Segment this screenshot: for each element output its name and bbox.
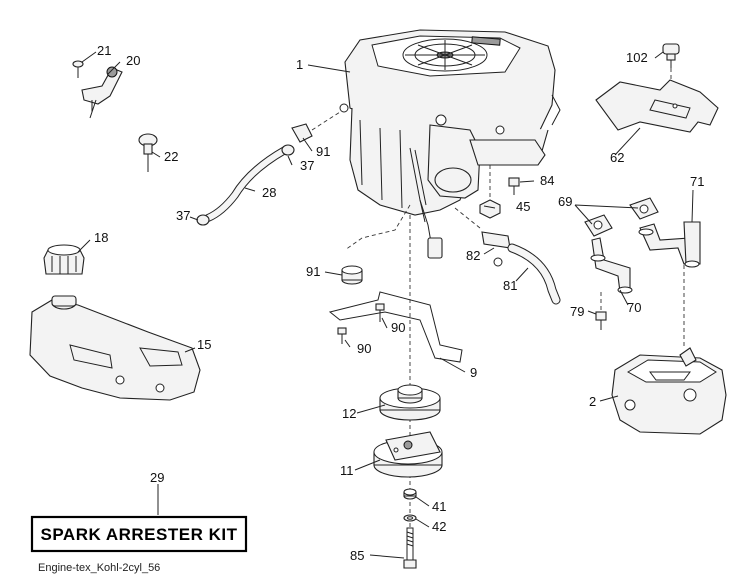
label-part-90-lower: 90	[357, 341, 371, 356]
label-part-37-right: 37	[300, 158, 314, 173]
clutch-part-11	[373, 431, 443, 478]
nut-part-45	[479, 199, 501, 219]
diagram-footer-id: Engine-tex_Kohl-2cyl_56	[38, 562, 160, 574]
bolt-part-79	[595, 290, 607, 330]
label-part-82: 82	[466, 248, 480, 263]
wiring-harness	[344, 199, 443, 259]
washer-part-42	[403, 514, 417, 522]
part-number-labels: 1 2 9 11 12 15 18 20 21 22 28 29 37 37 4…	[94, 43, 704, 563]
fuel-tank-part-15	[29, 295, 201, 401]
fuel-hose-part-28	[196, 144, 295, 226]
label-part-85: 85	[350, 548, 364, 563]
knob-part-102	[662, 43, 680, 92]
connector-part-82	[481, 231, 511, 267]
label-part-18: 18	[94, 230, 108, 245]
bracket-part-9	[328, 291, 463, 363]
spacer-part-41	[403, 488, 417, 500]
label-part-91-upper: 91	[316, 144, 330, 159]
grommet-part-91-lower	[341, 265, 363, 285]
label-part-45: 45	[516, 199, 530, 214]
label-part-42: 42	[432, 519, 446, 534]
heat-shield-part-62	[595, 79, 719, 133]
label-part-69: 69	[558, 194, 572, 209]
label-part-29: 29	[150, 470, 164, 485]
spark-arrester-kit-title: SPARK ARRESTER KIT	[41, 525, 238, 544]
spark-arrester-kit-box: SPARK ARRESTER KIT	[30, 515, 248, 553]
label-part-21: 21	[97, 43, 111, 58]
label-part-37-left: 37	[176, 208, 190, 223]
label-part-15: 15	[197, 337, 211, 352]
label-part-9: 9	[470, 365, 477, 380]
fuel-cap-part-18	[43, 244, 85, 275]
label-part-70: 70	[627, 300, 641, 315]
clamp-part-91-upper	[291, 111, 341, 143]
bolt-part-84	[508, 177, 520, 195]
bolt-part-85	[403, 527, 417, 569]
choke-bracket-part-20	[81, 66, 123, 119]
label-part-71: 71	[690, 174, 704, 189]
label-part-22: 22	[164, 149, 178, 164]
fuel-line-part-81	[507, 243, 561, 305]
label-part-79: 79	[570, 304, 584, 319]
bolt-part-90-lower	[337, 327, 347, 344]
label-part-62: 62	[610, 150, 624, 165]
label-part-28: 28	[262, 185, 276, 200]
pulley-part-12	[379, 384, 441, 421]
label-part-1: 1	[296, 57, 303, 72]
label-part-102: 102	[626, 50, 648, 65]
bolt-part-22	[138, 133, 158, 172]
bolt-part-90-upper	[375, 303, 385, 322]
screw-part-21	[72, 60, 84, 78]
label-part-12: 12	[342, 406, 356, 421]
exhaust-pipes	[590, 221, 701, 294]
muffler-part-2	[611, 262, 727, 435]
engine-assembly	[339, 29, 561, 223]
exhaust-gaskets-part-69	[584, 197, 659, 237]
label-part-11: 11	[340, 463, 354, 478]
label-part-90-upper: 90	[391, 320, 405, 335]
leader-lines	[77, 51, 694, 559]
label-part-2: 2	[589, 394, 596, 409]
label-part-91-lower: 91	[306, 264, 320, 279]
label-part-41: 41	[432, 499, 446, 514]
label-part-81: 81	[503, 278, 517, 293]
label-part-20: 20	[126, 53, 140, 68]
label-part-84: 84	[540, 173, 554, 188]
